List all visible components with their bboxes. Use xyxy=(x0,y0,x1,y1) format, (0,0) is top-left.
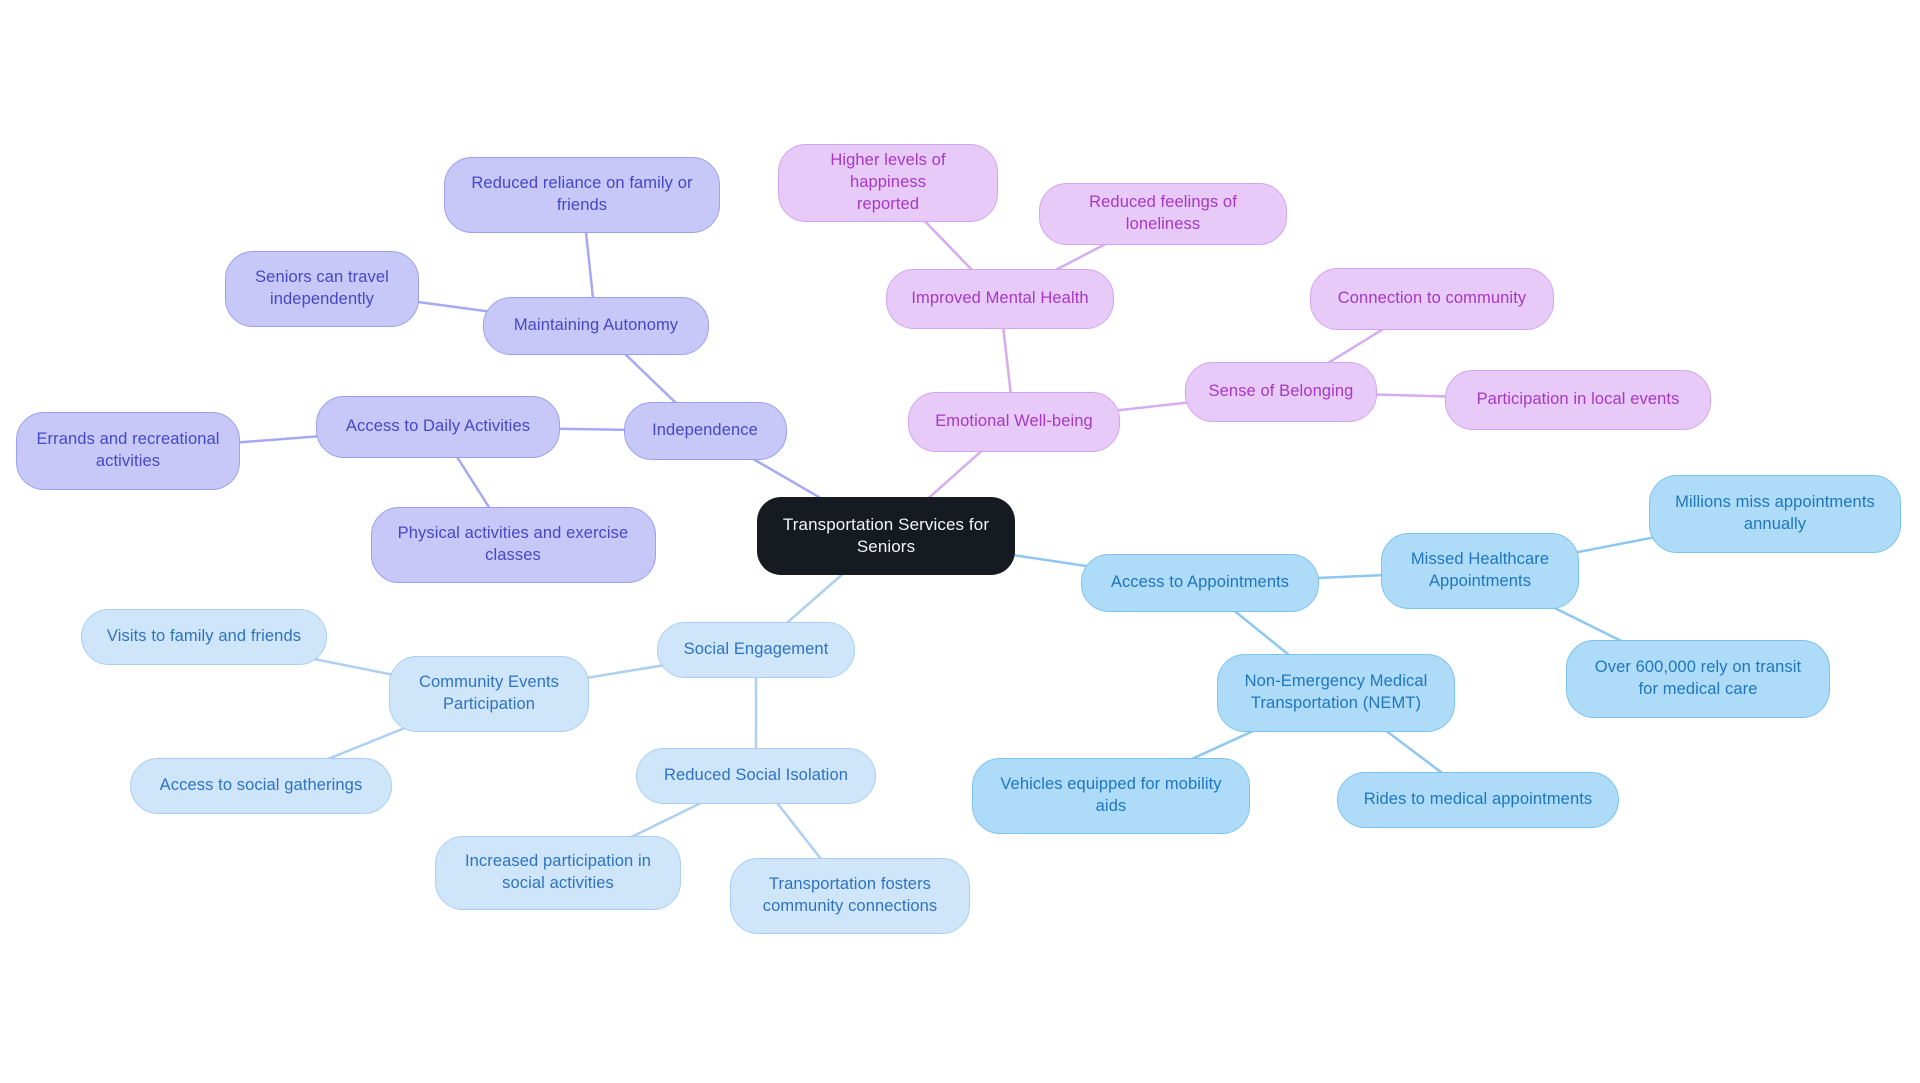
node-rides-medical-appointments[interactable]: Rides to medical appointments xyxy=(1337,772,1619,828)
node-improved-mental-health[interactable]: Improved Mental Health xyxy=(886,269,1114,329)
node-missed-healthcare[interactable]: Missed Healthcare Appointments xyxy=(1381,533,1579,609)
node-physical-activities[interactable]: Physical activities and exercise classes xyxy=(370,507,656,583)
node-community-events[interactable]: Community Events Participation xyxy=(389,656,589,732)
node-access-to-appointments[interactable]: Access to Appointments xyxy=(1081,554,1319,612)
node-over-600k-transit[interactable]: Over 600,000 rely on transit for medical… xyxy=(1566,640,1830,718)
node-reduced-loneliness[interactable]: Reduced feelings of loneliness xyxy=(1039,183,1287,245)
node-access-daily-activities[interactable]: Access to Daily Activities xyxy=(316,396,560,458)
node-access-social-gatherings[interactable]: Access to social gatherings xyxy=(130,758,392,814)
node-increased-participation[interactable]: Increased participation in social activi… xyxy=(435,836,681,910)
node-seniors-travel-independently[interactable]: Seniors can travel independently xyxy=(225,251,419,327)
node-independence[interactable]: Independence xyxy=(623,402,787,460)
node-emotional-well-being[interactable]: Emotional Well-being xyxy=(908,392,1120,452)
node-maintaining-autonomy[interactable]: Maintaining Autonomy xyxy=(483,297,709,355)
node-reduced-reliance[interactable]: Reduced reliance on family or friends xyxy=(444,157,720,233)
node-transportation-fosters[interactable]: Transportation fosters community connect… xyxy=(730,858,970,934)
node-root[interactable]: Transportation Services for Seniors xyxy=(757,497,1015,575)
node-errands-recreational[interactable]: Errands and recreational activities xyxy=(16,412,240,490)
node-participation-local-events[interactable]: Participation in local events xyxy=(1445,370,1711,430)
node-higher-happiness[interactable]: Higher levels of happiness reported xyxy=(778,144,998,222)
node-visits-family-friends[interactable]: Visits to family and friends xyxy=(81,609,327,665)
node-vehicles-mobility-aids[interactable]: Vehicles equipped for mobility aids xyxy=(972,758,1250,834)
node-sense-of-belonging[interactable]: Sense of Belonging xyxy=(1185,362,1377,422)
node-social-engagement[interactable]: Social Engagement xyxy=(657,622,855,678)
node-connection-to-community[interactable]: Connection to community xyxy=(1310,268,1554,330)
node-reduced-social-isolation[interactable]: Reduced Social Isolation xyxy=(636,748,876,804)
node-millions-miss-appointments[interactable]: Millions miss appointments annually xyxy=(1649,475,1901,553)
node-nemt[interactable]: Non-Emergency Medical Transportation (NE… xyxy=(1217,654,1455,732)
